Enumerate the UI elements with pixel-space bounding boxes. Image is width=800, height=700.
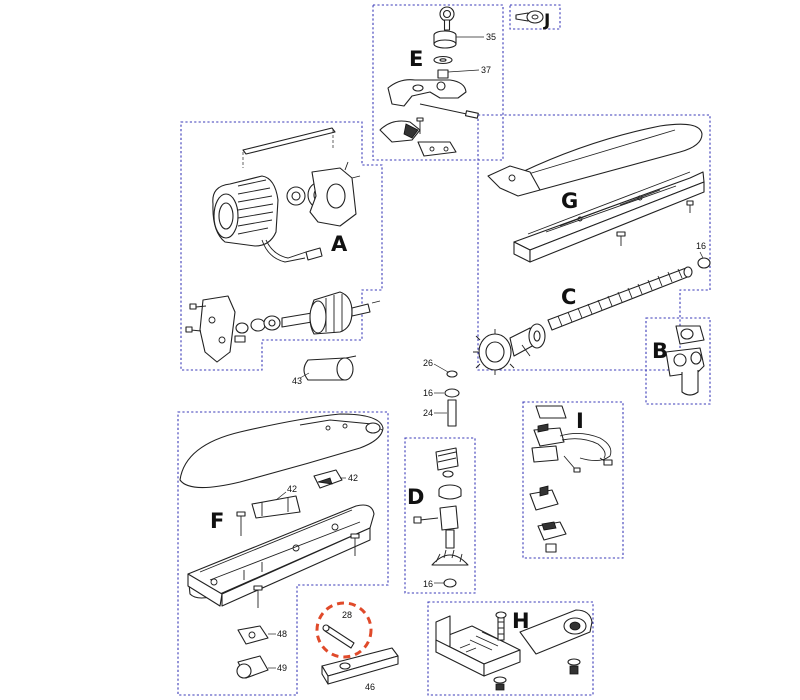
group-J-key-icon bbox=[515, 10, 544, 24]
group-B-parts bbox=[665, 325, 705, 396]
group-borders bbox=[177, 4, 711, 696]
group-H-parts bbox=[435, 609, 593, 691]
part-number-48: 48 bbox=[277, 629, 287, 639]
group-I-label: I bbox=[576, 409, 584, 433]
group-C-label: C bbox=[561, 285, 576, 309]
part-number-16-center: 16 bbox=[423, 388, 433, 398]
part-number-35: 35 bbox=[486, 32, 496, 42]
group-D-label: D bbox=[407, 485, 424, 509]
part-number-43: 43 bbox=[292, 376, 302, 386]
group-E-parts bbox=[379, 6, 484, 157]
part-number-16-d: 16 bbox=[423, 579, 433, 589]
part-number-49: 49 bbox=[277, 663, 287, 673]
group-J-label: J bbox=[543, 11, 550, 31]
part-28-highlighted bbox=[315, 601, 373, 659]
group-A-parts bbox=[185, 127, 381, 363]
part-46 bbox=[321, 647, 399, 685]
group-G-parts bbox=[487, 123, 711, 269]
part-number-42-right: 42 bbox=[348, 473, 358, 483]
group-F-parts bbox=[179, 413, 384, 679]
part-number-42-left: 42 bbox=[287, 484, 297, 494]
group-H-label: H bbox=[512, 609, 530, 633]
group-E-border bbox=[372, 4, 504, 161]
group-B-border bbox=[645, 317, 711, 405]
part-number-37: 37 bbox=[481, 65, 491, 75]
group-E-label: E bbox=[409, 47, 423, 71]
group-A-border bbox=[180, 121, 383, 371]
group-H-border bbox=[427, 601, 594, 696]
group-I-border bbox=[522, 401, 624, 559]
group-F-label: F bbox=[210, 509, 224, 533]
group-C-parts bbox=[473, 266, 693, 375]
part-43 bbox=[299, 355, 357, 381]
group-D-border bbox=[404, 437, 476, 594]
part-number-16-g: 16 bbox=[696, 241, 706, 251]
group-B-label: B bbox=[652, 339, 668, 363]
group-D-parts bbox=[413, 447, 469, 588]
group-G-border bbox=[477, 114, 711, 371]
group-A-label: A bbox=[331, 232, 348, 256]
group-J-border bbox=[509, 4, 561, 30]
part-number-46: 46 bbox=[365, 682, 375, 692]
part-number-24: 24 bbox=[423, 408, 433, 418]
group-G-label: G bbox=[561, 189, 578, 213]
highlight-ring bbox=[315, 601, 373, 659]
part-number-26: 26 bbox=[423, 358, 433, 368]
central-stack-parts bbox=[433, 363, 460, 427]
group-I-parts bbox=[529, 405, 613, 553]
part-number-28: 28 bbox=[342, 610, 352, 620]
